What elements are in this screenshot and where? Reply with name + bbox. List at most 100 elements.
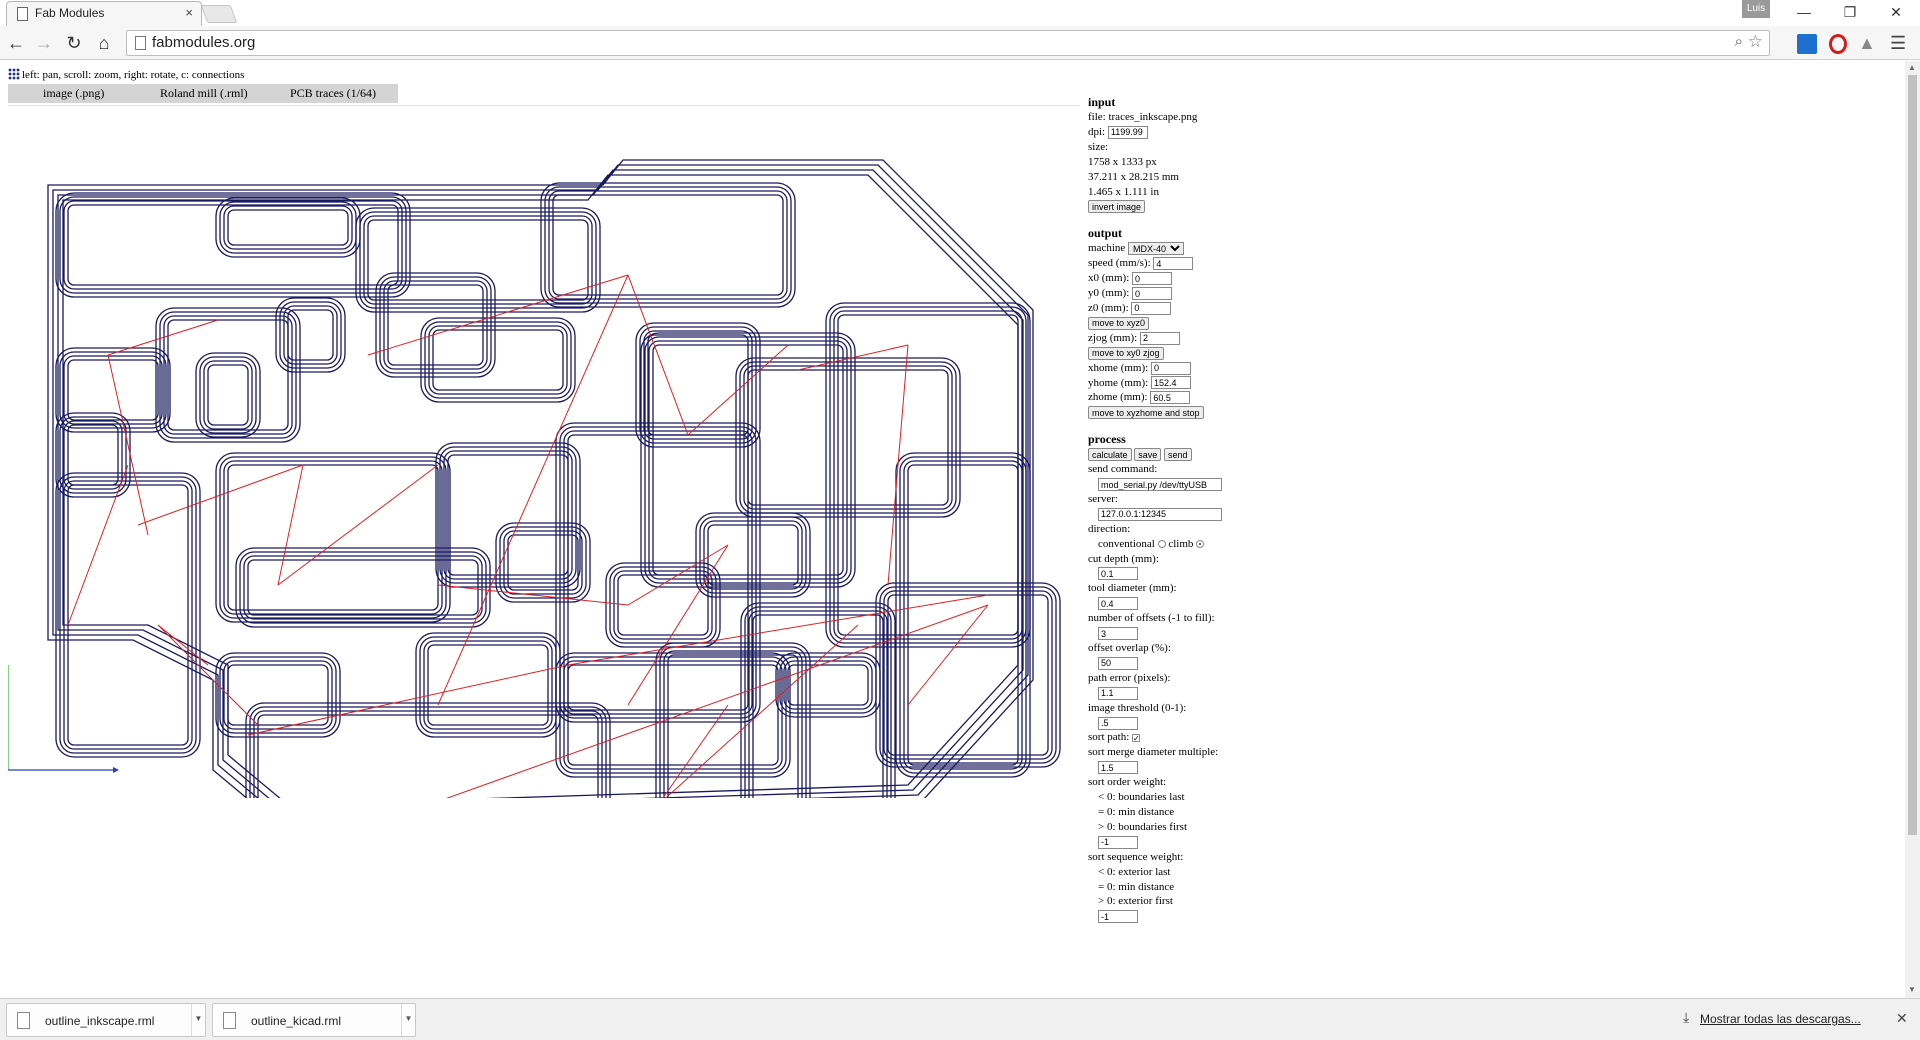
server-input[interactable] [1098, 507, 1222, 521]
reload-icon[interactable]: ↻ [66, 33, 82, 53]
control-panel: input file: traces_inkscape.png dpi: siz… [1088, 87, 1258, 924]
send-button[interactable]: send [1164, 448, 1192, 462]
sort-merge-input[interactable] [1098, 761, 1138, 775]
toolpath-contour [887, 594, 1049, 756]
zhome-input[interactable] [1150, 391, 1191, 405]
scroll-up-icon[interactable]: ▲ [1908, 63, 1916, 72]
order-weight-label: sort order weight: [1088, 776, 1167, 789]
calculate-button[interactable]: calculate [1088, 448, 1132, 462]
climb-radio[interactable] [1196, 540, 1205, 549]
hint-text: left: pan, scroll: zoom, right: rotate, … [22, 69, 245, 81]
sequence-weight-input[interactable] [1098, 910, 1138, 924]
close-download-bar-icon[interactable]: ✕ [1896, 1010, 1908, 1026]
seq-eq-text: = 0: min distance [1098, 880, 1175, 893]
close-window-button[interactable]: ✕ [1890, 4, 1902, 20]
offsets-input[interactable] [1098, 627, 1138, 641]
toolpath-contour [752, 614, 884, 798]
forward-arrow-icon[interactable]: → [35, 33, 53, 53]
save-button[interactable]: save [1134, 448, 1162, 462]
threshold-input[interactable] [1098, 716, 1138, 730]
tab-close-icon[interactable]: × [185, 5, 193, 20]
drive-extension-icon[interactable]: ▲ [1858, 33, 1876, 53]
back-arrow-icon[interactable]: ← [7, 33, 25, 53]
xhome-input[interactable] [1150, 361, 1191, 375]
conventional-radio[interactable] [1157, 540, 1166, 549]
dpi-input[interactable] [1107, 125, 1148, 139]
home-icon[interactable]: ⌂ [98, 33, 110, 53]
connection-line [627, 274, 689, 436]
path-error-input[interactable] [1098, 686, 1138, 700]
send-command-input[interactable] [1098, 478, 1222, 491]
toolpath-contour [355, 207, 601, 313]
address-bar[interactable]: fabmodules.org ⌕ ☆ [126, 30, 1770, 56]
minimize-button[interactable]: — [1797, 4, 1811, 20]
order-weight-input[interactable] [1098, 835, 1138, 849]
download-item[interactable]: outline_inkscape.rml ▼ [6, 1003, 206, 1037]
module-image-png[interactable]: image (.png) [43, 86, 105, 100]
zoom-icon[interactable]: ⌕ [1734, 33, 1743, 50]
board-outline-contour [52, 164, 1029, 798]
threshold-label: image threshold (0-1): [1088, 701, 1187, 714]
show-all-downloads-link[interactable]: Mostrar todas las descargas... [1700, 1012, 1861, 1026]
sort-path-checkbox[interactable]: ✓ [1132, 733, 1140, 743]
toolpath-contour [283, 305, 338, 365]
board-outline-contour [57, 169, 1024, 798]
toolpath-contour [783, 660, 873, 710]
toolpath-contour [779, 656, 877, 714]
z0-input[interactable] [1131, 301, 1172, 315]
opera-extension-icon[interactable] [1829, 34, 1847, 54]
chevron-down-icon[interactable]: ▼ [401, 1004, 415, 1036]
toolpath-contour [359, 211, 597, 309]
bookmark-star-icon[interactable]: ☆ [1747, 32, 1763, 51]
toolpath-contour [707, 524, 799, 586]
tab-fab-modules[interactable]: Fab Modules × [6, 1, 202, 26]
toolpath-contour [559, 426, 757, 719]
toolpath-contour [420, 317, 576, 403]
toolpath-contour [363, 215, 593, 305]
toolpath-contour [432, 329, 564, 391]
toolpath-contour [659, 646, 807, 798]
toolpath-contour [55, 192, 411, 298]
zhome-label: zhome (mm): [1088, 391, 1148, 404]
tool-diameter-input[interactable] [1098, 597, 1138, 611]
x0-input[interactable] [1132, 272, 1172, 286]
toolpath-canvas[interactable] [8, 105, 1080, 798]
toolpath-contour [67, 359, 159, 421]
move-to-xyz0-button[interactable]: move to xyz0 [1088, 316, 1150, 330]
vertical-scrollbar[interactable]: ▲ ▼ [1905, 61, 1920, 998]
move-to-xyzhome-button[interactable]: move to xyzhome and stop [1088, 406, 1204, 420]
grid-icon[interactable] [8, 68, 20, 80]
climb-label: climb [1168, 537, 1194, 550]
menu-icon[interactable]: ☰ [1890, 33, 1907, 53]
cut-depth-input[interactable] [1098, 567, 1138, 581]
profile-badge[interactable]: Luis [1742, 0, 1770, 18]
module-roland-mill[interactable]: Roland mill (.rml) [160, 86, 248, 100]
scroll-down-icon[interactable]: ▼ [1908, 985, 1916, 994]
invert-image-button[interactable]: invert image [1088, 200, 1146, 214]
chevron-down-icon[interactable]: ▼ [191, 1004, 205, 1036]
restore-button[interactable]: ❐ [1843, 4, 1857, 20]
scrollbar-thumb[interactable] [1908, 75, 1917, 835]
toolpath-contour [215, 452, 451, 623]
toolpath-contour [735, 357, 961, 518]
toolpath-contour [548, 190, 788, 300]
download-item[interactable]: outline_kicad.rml ▼ [212, 1003, 416, 1037]
speed-input[interactable] [1153, 257, 1194, 271]
y0-input[interactable] [1132, 287, 1172, 301]
toolpath-contour [495, 522, 591, 603]
size-mm: 37.211 x 28.215 mm [1088, 170, 1179, 183]
toolpath-contour [223, 660, 333, 730]
module-pcb-traces[interactable]: PCB traces (1/64) [290, 86, 376, 100]
zjog-input[interactable] [1139, 331, 1180, 345]
yhome-input[interactable] [1150, 376, 1191, 390]
extension-icon[interactable] [1797, 34, 1817, 54]
output-heading: output [1088, 226, 1123, 241]
machine-select[interactable]: MDX-40 [1128, 242, 1185, 256]
move-to-xy0-zjog-button[interactable]: move to xy0 zjog [1088, 346, 1164, 360]
toolpath-drawing[interactable] [8, 105, 1080, 798]
toolpath-contour [203, 360, 253, 430]
page-icon [17, 7, 28, 21]
toolpath-contour [227, 464, 439, 611]
new-tab-button[interactable] [200, 5, 238, 23]
overlap-input[interactable] [1098, 656, 1138, 670]
